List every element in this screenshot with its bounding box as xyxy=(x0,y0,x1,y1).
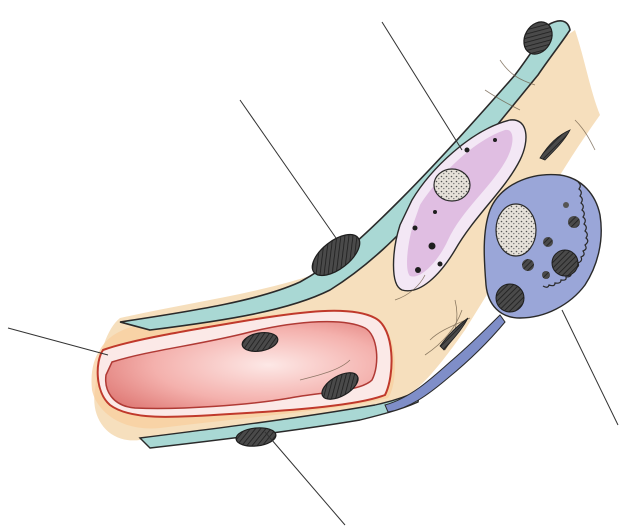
plasma-dot xyxy=(415,267,421,273)
leader-line-rbc xyxy=(8,328,108,355)
plasma-dot xyxy=(429,243,436,250)
mast-granule xyxy=(563,202,569,208)
mast-granule xyxy=(496,284,524,312)
plasma-cell-nucleus xyxy=(434,169,470,201)
leader-line-mast-cell xyxy=(562,310,618,425)
mast-granule xyxy=(543,237,553,247)
plasma-dot xyxy=(465,148,470,153)
mast-granule xyxy=(542,271,550,279)
plasma-dot xyxy=(433,210,437,214)
mast-granule xyxy=(552,250,578,276)
plasma-dot xyxy=(438,262,443,267)
leader-line-lower-endothelium xyxy=(265,432,345,525)
mast-cell-nucleus xyxy=(496,204,536,256)
plasma-dot xyxy=(413,226,418,231)
leader-line-endothelium xyxy=(240,100,336,238)
mast-granule xyxy=(568,216,580,228)
mast-granule xyxy=(522,259,534,271)
plasma-dot xyxy=(493,138,497,142)
leader-line-plasma-cell xyxy=(382,22,462,150)
